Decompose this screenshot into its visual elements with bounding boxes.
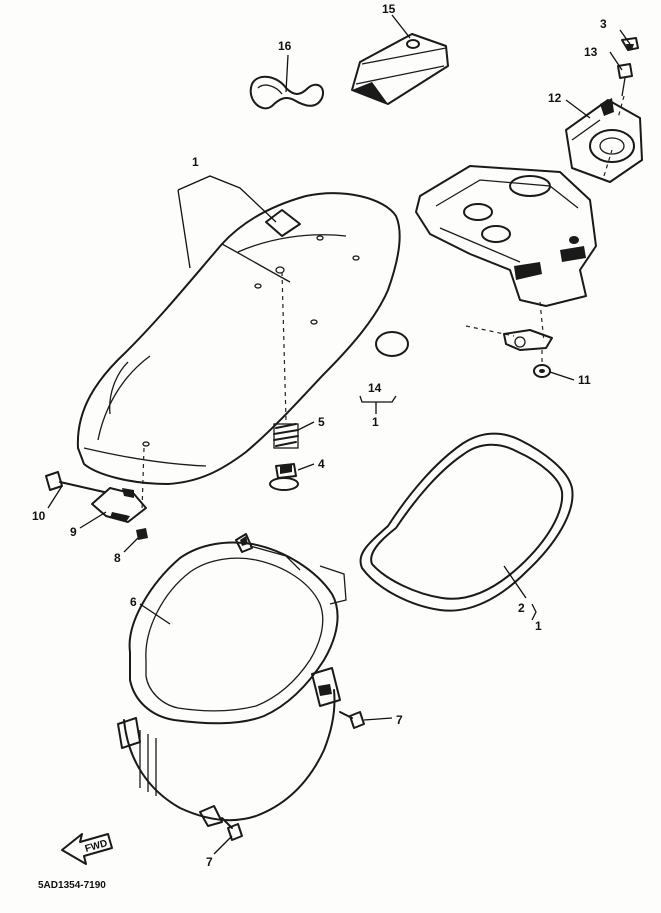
part-15-pouch <box>351 33 449 105</box>
reference-code: 5AD1354-7190 <box>38 880 106 891</box>
part-8-nut <box>136 528 148 540</box>
part-10-bolt <box>45 471 105 493</box>
part-5-spring <box>273 423 299 449</box>
callout-9: 9 <box>70 525 77 539</box>
part-2-seal <box>359 432 574 612</box>
callout-10: 10 <box>32 509 46 523</box>
callout-6: 6 <box>130 595 137 609</box>
part-6-storage-box <box>117 533 347 827</box>
callout-13: 13 <box>584 45 598 59</box>
callout-7-upper: 7 <box>396 713 403 727</box>
part-4-damper <box>269 463 299 491</box>
seat-lock-assembly <box>415 149 613 351</box>
part-7-screw-lower <box>221 817 243 841</box>
part-14-badge <box>375 331 409 357</box>
callout-4: 4 <box>318 457 325 471</box>
callout-16: 16 <box>278 39 292 53</box>
callout-8: 8 <box>114 551 121 565</box>
fwd-arrow-icon: FWD <box>61 833 113 865</box>
callout-1: 1 <box>192 155 199 169</box>
callout-11: 11 <box>578 373 591 387</box>
part-12-bracket <box>565 98 643 183</box>
callout-3: 3 <box>600 17 607 31</box>
part-3-cap <box>621 37 639 51</box>
callout-15: 15 <box>382 2 396 16</box>
part-11-nut <box>533 350 551 378</box>
part-9-hinge <box>91 487 147 523</box>
callout-5: 5 <box>318 415 325 429</box>
part-1-seat <box>76 192 401 511</box>
callout-14: 14 <box>368 381 382 395</box>
part-7-screw-upper <box>339 711 365 729</box>
callout-2-sub: 1 <box>535 619 542 633</box>
leader-lines <box>47 14 631 855</box>
callout-7-lower: 7 <box>206 855 213 869</box>
callout-2: 2 <box>518 601 525 615</box>
callout-12: 12 <box>548 91 562 105</box>
callout-14-sub: 1 <box>372 415 379 429</box>
